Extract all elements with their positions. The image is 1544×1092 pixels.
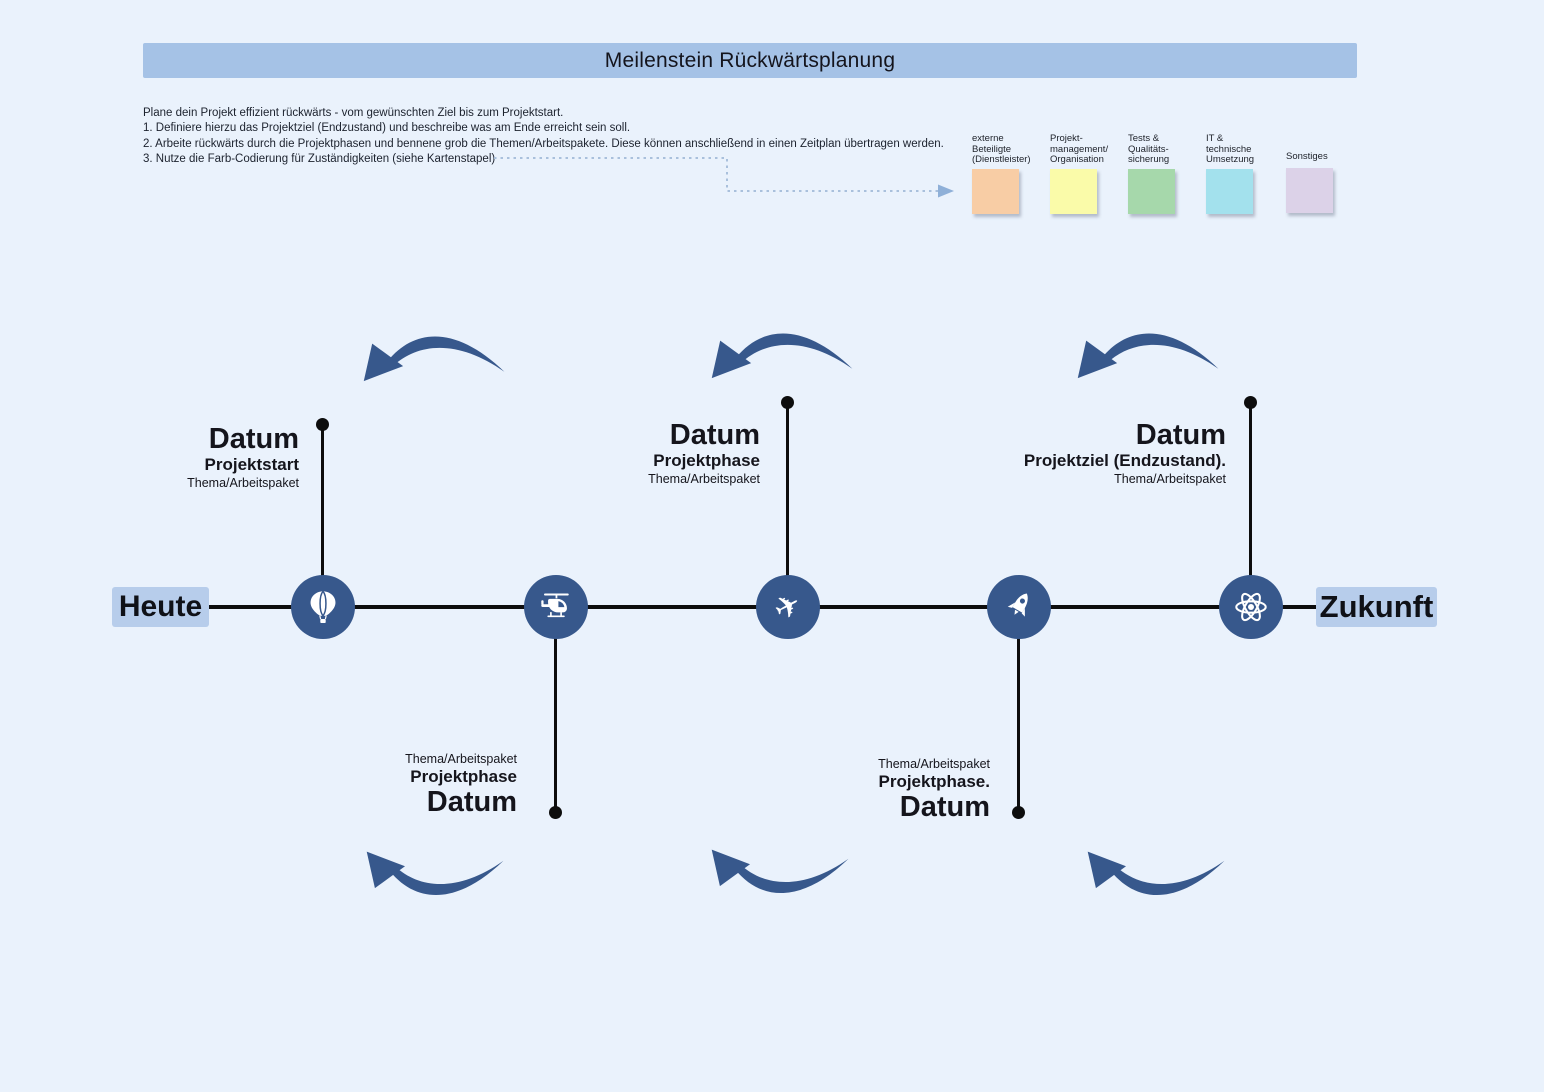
sticky-card-projektmanagement[interactable] xyxy=(1050,169,1097,214)
milestone-topic: Thema/Arbeitspaket xyxy=(878,757,990,771)
milestone-date: Datum xyxy=(1135,419,1226,451)
milestone-node-projektstart[interactable] xyxy=(291,575,355,639)
backward-arrow-icon[interactable] xyxy=(1082,848,1232,910)
milestone-2-connector xyxy=(554,607,557,812)
legend-label-externe-beteiligte: externe Beteiligte (Dienstleister) xyxy=(972,133,1031,165)
milestone-4-dot xyxy=(1012,806,1025,819)
milestone-date: Datum xyxy=(208,423,299,455)
backward-arrow-icon[interactable] xyxy=(708,317,858,383)
backward-arrow-icon[interactable] xyxy=(1074,317,1224,383)
sticky-card-tests-qualitaet[interactable] xyxy=(1128,169,1175,214)
instructions-intro: Plane dein Projekt effizient rückwärts -… xyxy=(143,107,564,119)
milestone-1-connector xyxy=(321,424,324,607)
milestone-5-label-block[interactable]: Datum Projektziel (Endzustand). Thema/Ar… xyxy=(1024,420,1226,487)
milestone-topic: Thema/Arbeitspaket xyxy=(648,472,760,486)
milestone-topic: Thema/Arbeitspaket xyxy=(187,476,299,490)
milestone-date: Datum xyxy=(669,419,760,451)
milestone-4-connector xyxy=(1017,607,1020,812)
legend-label-it-umsetzung: IT & technische Umsetzung xyxy=(1206,133,1255,165)
milestone-3-dot xyxy=(781,396,794,409)
helicopter-icon xyxy=(541,593,569,618)
backward-arrow-icon[interactable] xyxy=(362,848,510,910)
timeline-start-label[interactable]: Heute xyxy=(112,587,209,627)
legend-label-sonstiges: Sonstiges xyxy=(1286,151,1328,162)
backward-arrow-icon[interactable] xyxy=(360,320,510,386)
milestone-1-dot xyxy=(316,418,329,431)
milestone-date: Datum xyxy=(426,786,517,818)
legend-label-projektmanagement: Projekt- management/ Organisation xyxy=(1050,133,1109,165)
hot-air-balloon-icon xyxy=(310,590,336,624)
milestone-node-phase-3[interactable] xyxy=(987,575,1051,639)
milestone-phase: Projektphase. xyxy=(878,772,991,791)
legend-connector-arrow xyxy=(494,157,954,198)
milestone-node-projektziel[interactable] xyxy=(1219,575,1283,639)
milestone-4-label-block[interactable]: Thema/Arbeitspaket Projektphase. Datum xyxy=(878,756,990,823)
instruction-step-2: 2. Arbeite rückwärts durch die Projektph… xyxy=(143,137,944,150)
milestone-5-connector xyxy=(1249,402,1252,607)
milestone-phase: Projektziel (Endzustand). xyxy=(1023,451,1226,470)
milestone-date: Datum xyxy=(899,791,990,823)
milestone-phase: Projektphase xyxy=(653,451,760,470)
instruction-step-3: 3. Nutze die Farb-Codierung für Zuständi… xyxy=(143,152,496,165)
milestone-phase: Projektstart xyxy=(204,455,299,474)
milestone-node-phase-1[interactable] xyxy=(524,575,588,639)
backward-arrow-icon[interactable] xyxy=(706,846,856,908)
rocket-icon xyxy=(1007,593,1028,617)
instruction-step-1: 1. Definiere hierzu das Projektziel (End… xyxy=(143,122,631,135)
title-bar[interactable]: Meilenstein Rückwärtsplanung xyxy=(143,43,1357,78)
legend-label-tests-qualitaet: Tests & Qualitäts- sicherung xyxy=(1128,133,1170,165)
timeline-end-label[interactable]: Zukunft xyxy=(1316,587,1437,627)
milestone-topic: Thema/Arbeitspaket xyxy=(1114,472,1226,486)
milestone-2-label-block[interactable]: Thema/Arbeitspaket Projektphase Datum xyxy=(405,751,517,818)
sticky-card-sonstiges[interactable] xyxy=(1286,168,1333,213)
milestone-topic: Thema/Arbeitspaket xyxy=(405,752,517,766)
page-title: Meilenstein Rückwärtsplanung xyxy=(604,48,896,72)
milestone-node-phase-2[interactable]: ✈ xyxy=(756,575,820,639)
milestone-3-connector xyxy=(786,402,789,607)
milestone-phase: Projektphase xyxy=(410,767,517,786)
airplane-icon: ✈ xyxy=(767,584,808,629)
sticky-card-externe-beteiligte[interactable] xyxy=(972,169,1019,214)
milestone-5-dot xyxy=(1244,396,1257,409)
milestone-1-label-block[interactable]: Datum Projektstart Thema/Arbeitspaket xyxy=(187,424,299,491)
milestone-2-dot xyxy=(549,806,562,819)
atom-icon xyxy=(1235,592,1267,622)
sticky-card-it-umsetzung[interactable] xyxy=(1206,169,1253,214)
instructions-block[interactable]: Plane dein Projekt effizient rückwärts -… xyxy=(143,106,973,167)
milestone-3-label-block[interactable]: Datum Projektphase Thema/Arbeitspaket xyxy=(648,420,760,487)
